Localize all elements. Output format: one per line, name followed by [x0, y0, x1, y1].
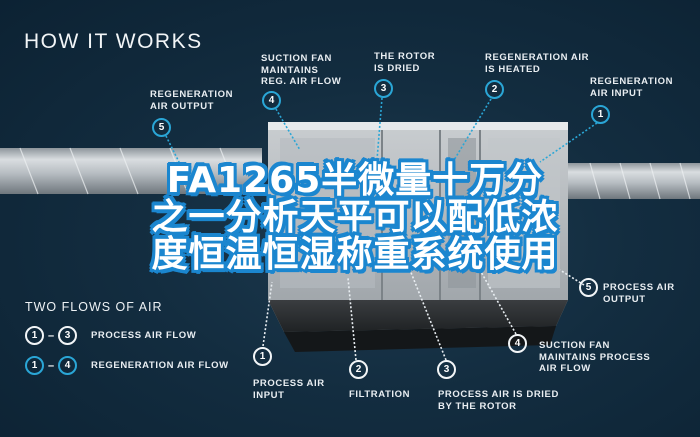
legend-title: TWO FLOWS OF AIR [25, 300, 163, 314]
process-callout-4-badge: 4 [508, 334, 527, 353]
legend-dash: – [47, 359, 55, 372]
legend-regen-to-badge: 4 [58, 356, 77, 375]
legend-regen-from-badge: 1 [25, 356, 44, 375]
regen-callout-1-label: REGENERATION AIR INPUT [590, 76, 674, 99]
legend-regen-label: REGENERATION AIR FLOW [91, 360, 229, 371]
regen-callout-4-label: SUCTION FAN MAINTAINS REG. AIR FLOW [261, 53, 342, 87]
page-title: HOW IT WORKS [24, 30, 203, 53]
legend-row-regeneration: 1 – 4 REGENERATION AIR FLOW [25, 356, 229, 375]
process-callout-4-label: SUCTION FAN MAINTAINS PROCESS AIR FLOW [539, 340, 651, 374]
legend-row-process: 1 – 3 PROCESS AIR FLOW [25, 326, 196, 345]
regen-callout-5-label: REGENERATION AIR OUTPUT [150, 89, 234, 112]
regen-callout-3-badge: 3 [374, 79, 393, 98]
legend-process-label: PROCESS AIR FLOW [91, 330, 197, 341]
process-callout-5-badge: 5 [579, 278, 598, 297]
regen-callout-2-badge: 2 [485, 80, 504, 99]
process-callout-2-badge: 2 [349, 360, 368, 379]
legend-process-to-badge: 3 [58, 326, 77, 345]
regen-callout-3-label: THE ROTOR IS DRIED [374, 51, 436, 74]
process-callout-5-label: PROCESS AIR OUTPUT [603, 282, 675, 305]
right-spiral-duct [555, 162, 700, 200]
left-spiral-duct [0, 147, 262, 195]
regen-callout-2-label: REGENERATION AIR IS HEATED [485, 52, 590, 75]
regen-callout-1-badge: 1 [591, 105, 610, 124]
process-callout-3-badge: 3 [437, 360, 456, 379]
process-callout-1-badge: 1 [253, 347, 272, 366]
regen-callout-5-badge: 5 [152, 118, 171, 137]
dehumidifier-cabinet [268, 122, 568, 352]
process-callout-3-label: PROCESS AIR IS DRIED BY THE ROTOR [438, 389, 559, 412]
legend-dash: – [47, 329, 55, 342]
legend-process-from-badge: 1 [25, 326, 44, 345]
process-callout-2-label: FILTRATION [349, 389, 411, 400]
overlay-title: FA1265半微量十万分 之一分析天平可以配低浓 度恒温恒湿称重系统使用 [151, 160, 559, 275]
regeneration-leader-lines [165, 97, 598, 171]
regen-callout-4-badge: 4 [262, 91, 281, 110]
process-callout-1-label: PROCESS AIR INPUT [253, 378, 325, 401]
